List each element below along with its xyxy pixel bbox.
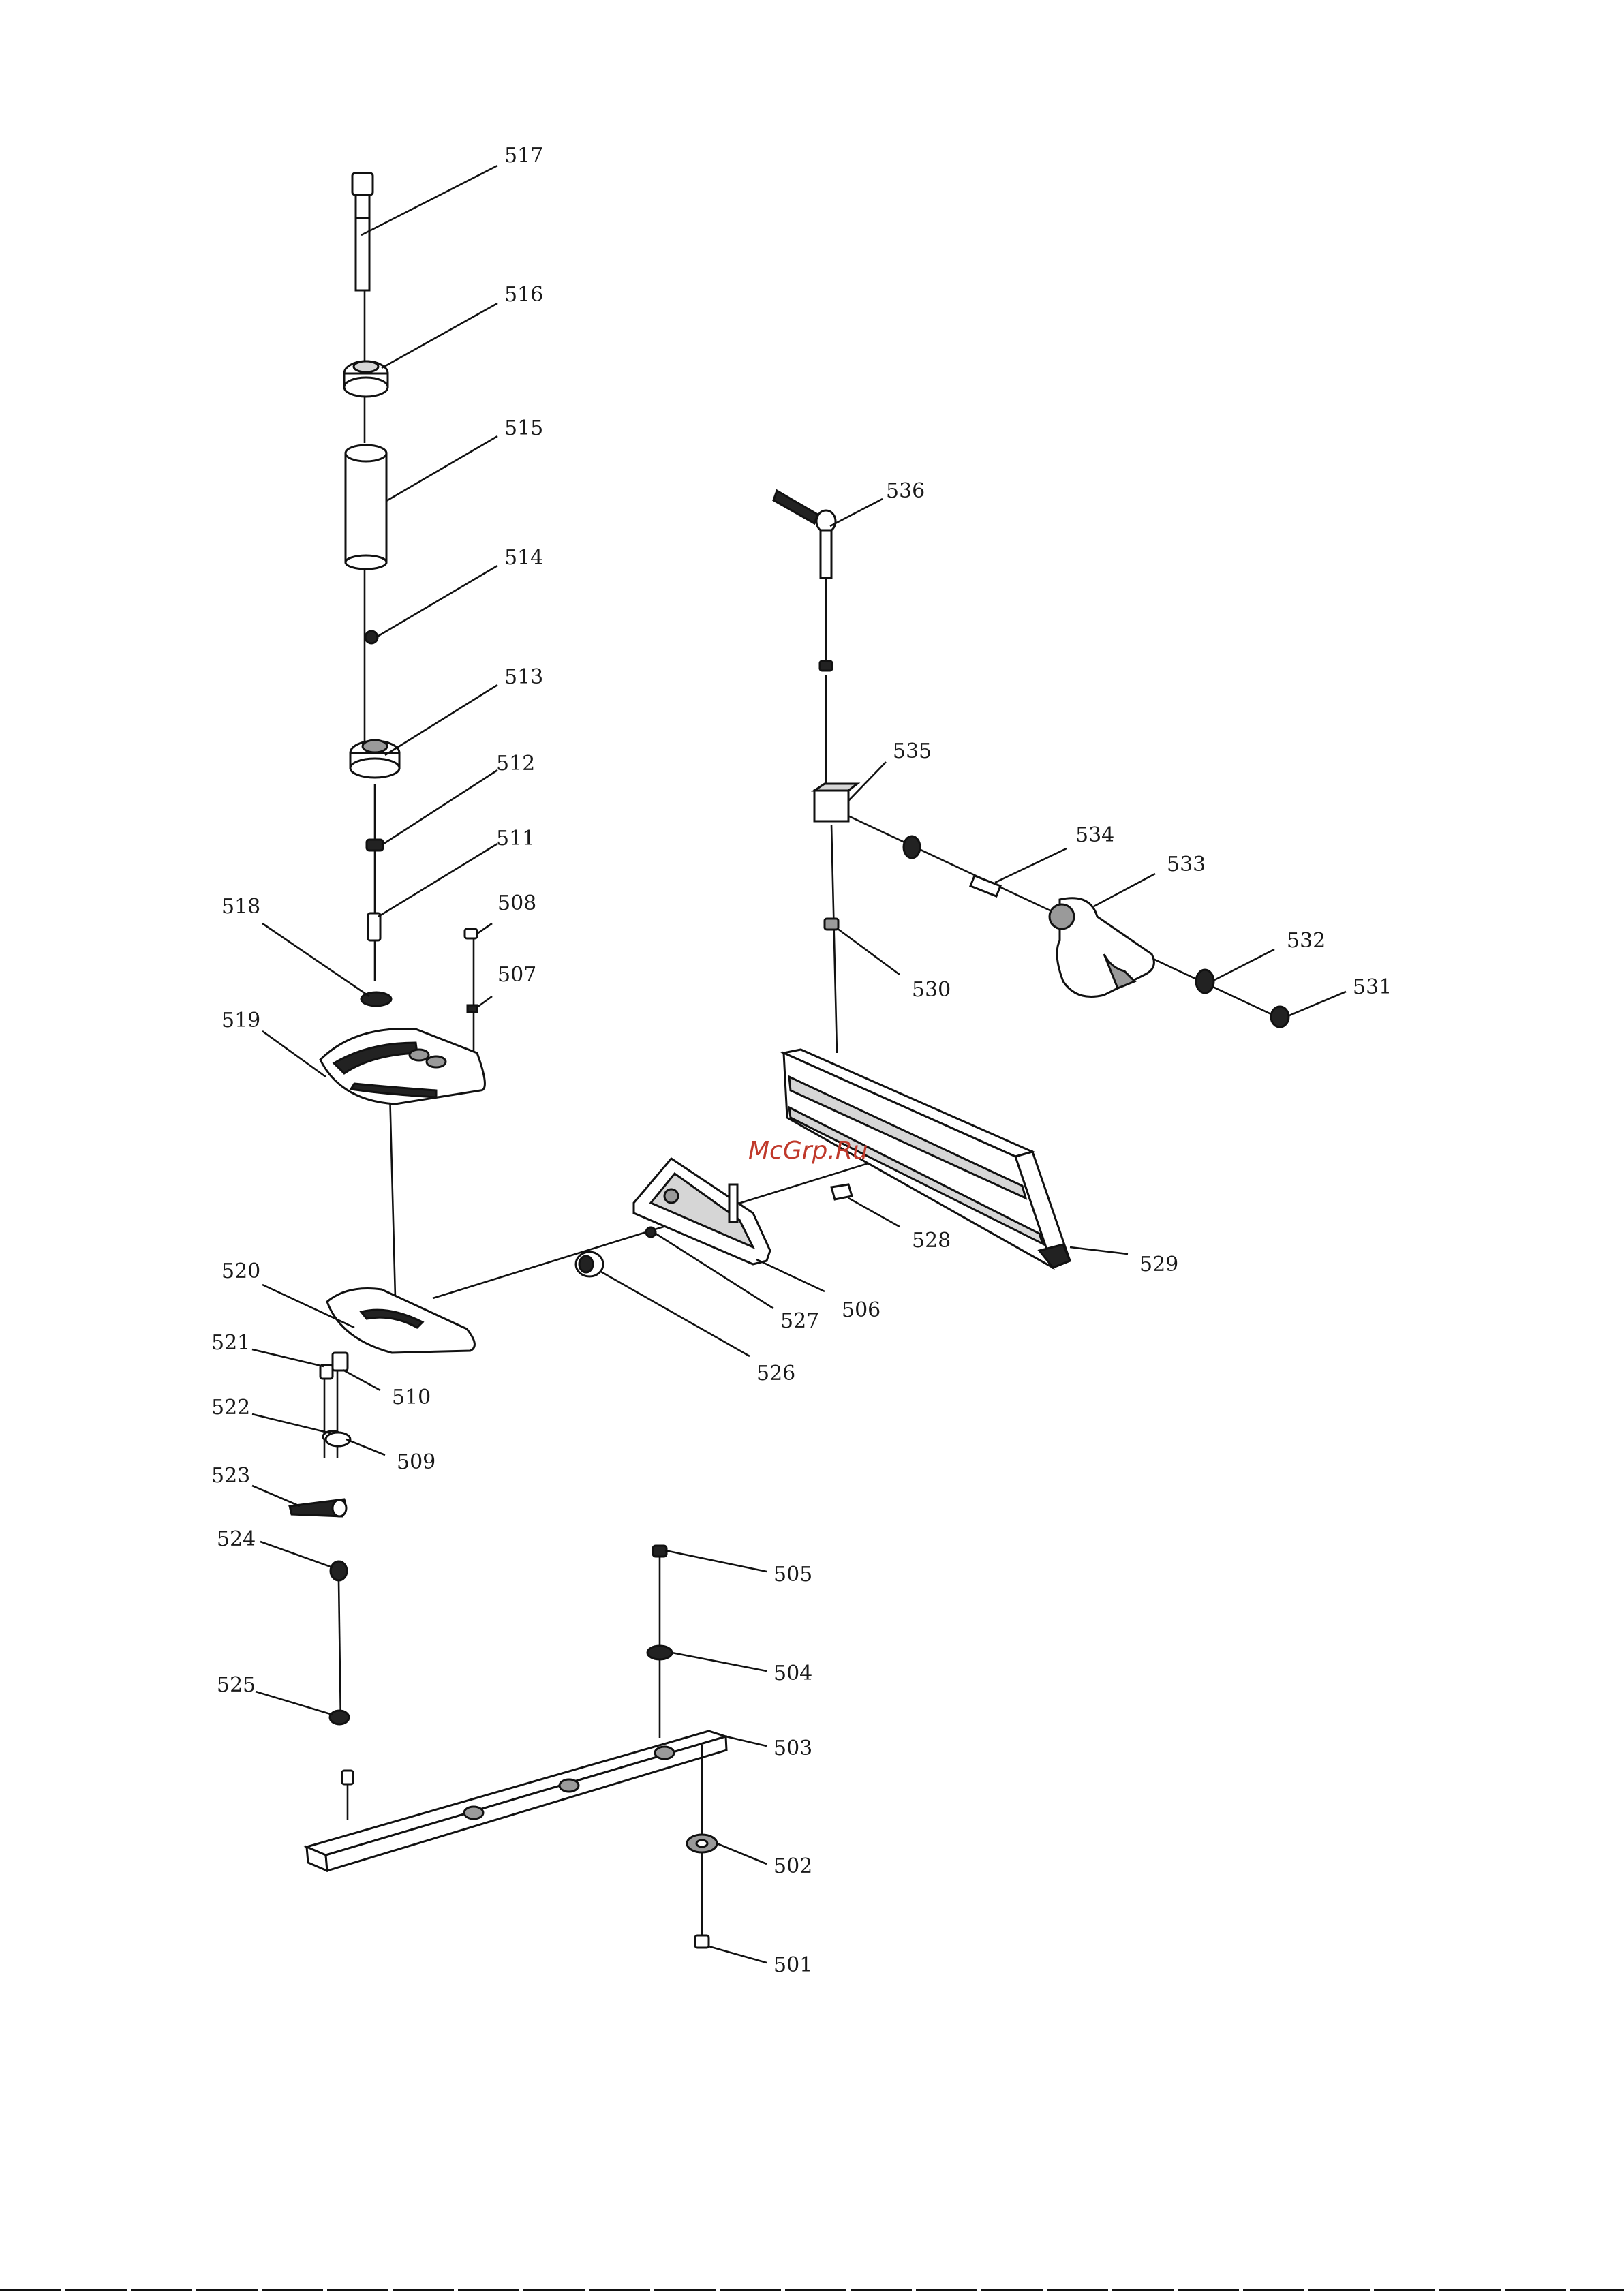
part-502-washer (687, 1835, 717, 1852)
label-522: 522 (211, 1396, 250, 1420)
label-508: 508 (497, 891, 536, 915)
label-501: 501 (773, 1953, 812, 1977)
label-529: 529 (1139, 1253, 1178, 1276)
label-530: 530 (912, 978, 951, 1002)
part-501-screw (695, 1935, 709, 1948)
label-503: 503 (773, 1736, 812, 1760)
label-534: 534 (1075, 823, 1114, 847)
part-508-screw (465, 929, 477, 938)
part-526-spacer (576, 1252, 603, 1276)
part-504-washer (647, 1646, 672, 1659)
label-505: 505 (773, 1563, 812, 1587)
label-526: 526 (756, 1362, 795, 1386)
part-515-tube (346, 445, 386, 569)
label-528: 528 (912, 1229, 951, 1253)
label-523: 523 (211, 1464, 250, 1488)
part-523-lever (290, 1499, 346, 1516)
part-525-nut (330, 1711, 353, 1820)
part-536-handle (773, 491, 836, 578)
label-535: 535 (893, 739, 932, 763)
label-515: 515 (504, 416, 543, 440)
label-524: 524 (217, 1527, 256, 1551)
label-511: 511 (496, 827, 535, 851)
label-525: 525 (217, 1673, 256, 1697)
label-536: 536 (886, 479, 925, 503)
part-534-spring (904, 836, 1000, 896)
part-516-cap (344, 361, 388, 397)
label-518: 518 (221, 895, 260, 919)
part-530-nut (825, 919, 838, 930)
part-519-protractor-plate (320, 1029, 485, 1104)
part-511-pin (368, 913, 380, 940)
label-532: 532 (1287, 929, 1326, 953)
part-520-lower-plate (327, 1288, 474, 1353)
label-507: 507 (497, 963, 536, 987)
label-510: 510 (392, 1386, 431, 1409)
part-532-knob (1196, 970, 1214, 993)
label-509: 509 (397, 1450, 435, 1474)
label-517: 517 (504, 144, 543, 168)
part-527-washer (646, 1227, 656, 1237)
part-514-washer (365, 631, 378, 643)
part-507-nut (468, 1005, 477, 1012)
label-513: 513 (504, 665, 543, 689)
part-505-screw (653, 1546, 667, 1557)
page-bottom-edge (0, 2289, 1624, 2291)
part-513-knob (350, 740, 399, 778)
label-527: 527 (780, 1309, 819, 1333)
label-504: 504 (773, 1662, 812, 1685)
part-512-nut (367, 840, 383, 851)
label-521: 521 (211, 1331, 250, 1355)
label-514: 514 (504, 546, 543, 570)
label-512: 512 (496, 752, 535, 776)
part-528-screw (831, 1184, 852, 1199)
label-502: 502 (773, 1854, 812, 1878)
label-531: 531 (1353, 975, 1392, 999)
part-531-knob (1271, 1007, 1289, 1027)
part-524-knob (331, 1561, 347, 1724)
label-519: 519 (221, 1009, 260, 1032)
label-506: 506 (842, 1298, 880, 1322)
label-520: 520 (221, 1259, 260, 1283)
watermark-text: McGrp.Ru (748, 1137, 868, 1165)
label-533: 533 (1167, 853, 1206, 876)
label-516: 516 (504, 283, 543, 307)
part-533-clamp (1050, 898, 1154, 997)
part-503-rail (307, 1731, 726, 1871)
part-506-bracket (634, 1159, 770, 1264)
